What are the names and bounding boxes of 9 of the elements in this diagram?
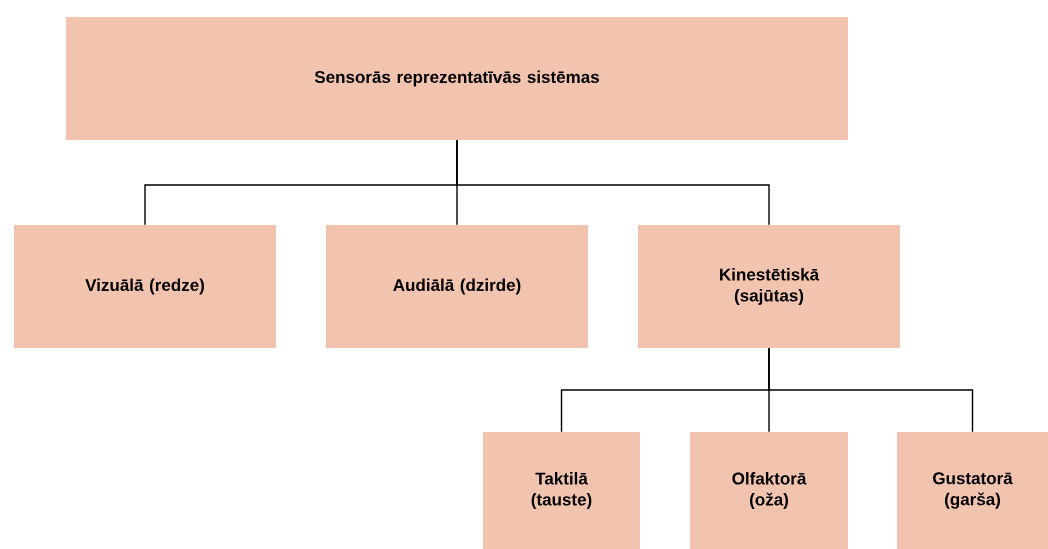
- category-box: Vizuālā (redze): [14, 225, 276, 348]
- category-box: Sensorās reprezentatīvās sistēmas: [66, 17, 848, 140]
- connector-line: [768, 347, 974, 433]
- category-box: Olfaktorā (oža): [690, 432, 848, 549]
- category-box: Audiālā (dzirde): [326, 225, 588, 348]
- category-box: Kinestētiskā (sajūtas): [638, 225, 900, 348]
- connector-line: [456, 139, 770, 226]
- category-box: Taktilā (tauste): [483, 432, 640, 549]
- category-box: Gustatorā (garša): [897, 432, 1048, 549]
